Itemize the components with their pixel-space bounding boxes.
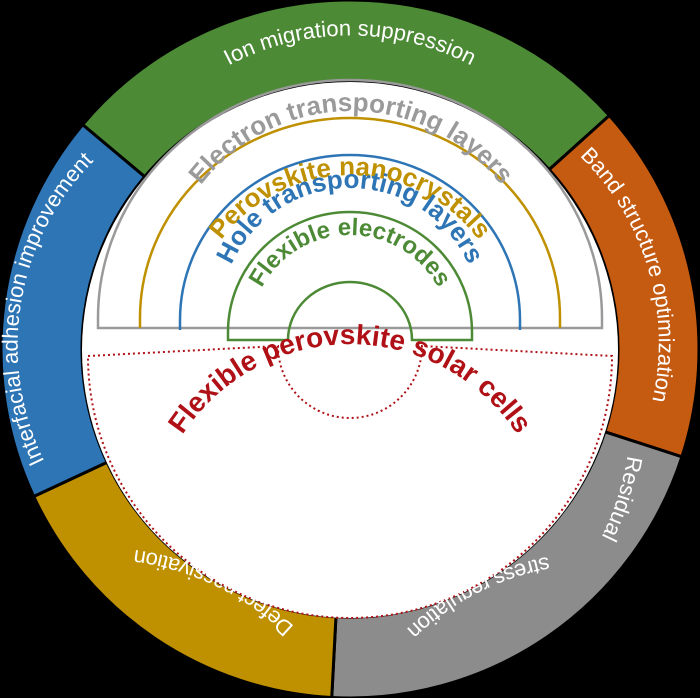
center-dotted-region <box>86 344 614 619</box>
inner-disk <box>82 82 618 618</box>
layer-arcs <box>96 78 604 342</box>
electrode-layer-arc <box>226 210 474 342</box>
electron-layer-arc <box>96 78 604 330</box>
nanocrystal-layer-arc <box>138 116 562 328</box>
hole-layer-arc <box>178 153 522 330</box>
